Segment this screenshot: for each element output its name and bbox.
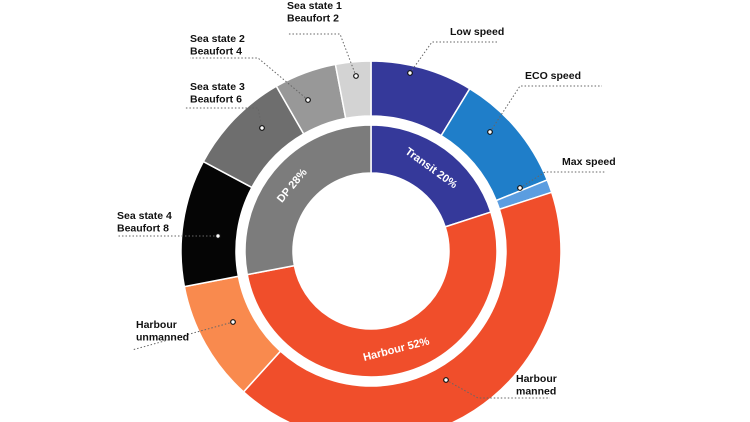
callout-dot-sea-state-4-beaufort-8 xyxy=(215,233,221,239)
callout-label-eco-speed: ECO speed xyxy=(525,70,581,82)
outer-ring xyxy=(180,60,562,422)
callout-label-max-speed: Max speed xyxy=(562,156,616,168)
callout-dot-low-speed xyxy=(407,70,413,76)
callout-dot-eco-speed xyxy=(487,129,493,135)
inner-ring xyxy=(244,124,498,378)
callout-leader-harbour-manned xyxy=(445,379,550,399)
inner-slice-harbour-52 xyxy=(246,211,498,378)
callout-leader-eco-speed xyxy=(489,85,602,133)
outer-slice-harbour-manned xyxy=(242,191,562,422)
callout-dot-sea-state-1-beaufort-2 xyxy=(353,73,359,79)
outer-slice-sea-state-1-beaufort-2 xyxy=(334,60,372,120)
callout-leader-sea-state-2-beaufort-4 xyxy=(190,57,309,101)
callout-label-low-speed: Low speed xyxy=(450,26,504,38)
callout-dot-sea-state-2-beaufort-4 xyxy=(305,97,311,103)
callout-dot-sea-state-3-beaufort-6 xyxy=(259,125,265,131)
inner-slice-dp-28 xyxy=(244,124,372,276)
callout-dot-harbour-manned xyxy=(443,377,449,383)
callout-dot-max-speed xyxy=(517,185,523,191)
callout-leader-sea-state-1-beaufort-2 xyxy=(287,33,357,77)
callout-leader-low-speed xyxy=(409,41,497,74)
callout-dot-harbour-unmanned xyxy=(230,319,236,325)
